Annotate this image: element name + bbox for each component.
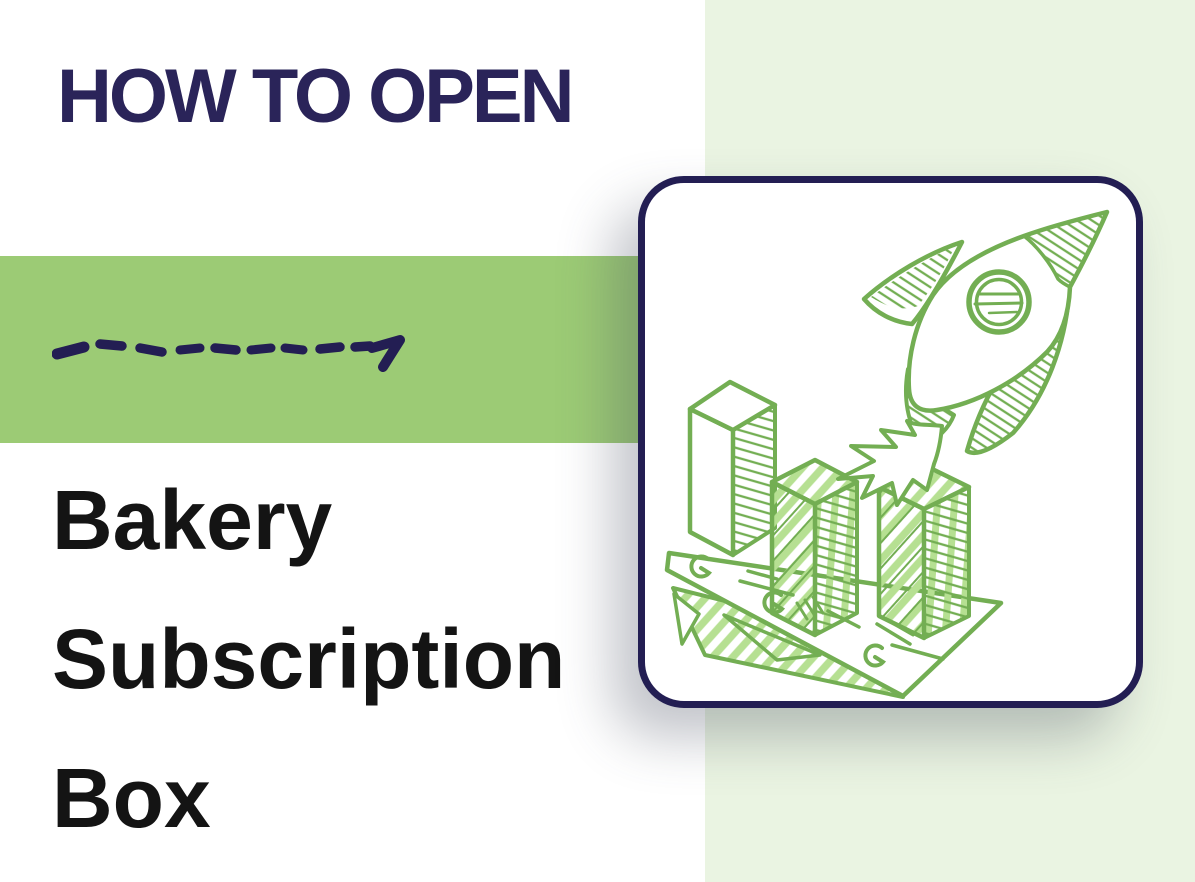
dashed-arrow-icon xyxy=(52,335,405,372)
illustration-card xyxy=(638,176,1143,708)
banknote-markings xyxy=(689,554,945,668)
rocket-doodle xyxy=(836,209,1110,507)
main-title-line-1: Bakery xyxy=(52,473,333,567)
main-title-line-3: Box xyxy=(52,751,211,845)
main-title-line-2: Subscription xyxy=(52,612,566,706)
rocket-growth-illustration xyxy=(664,209,1110,699)
page-title: HOW TO OPEN xyxy=(57,54,575,139)
main-title: Bakery Subscription Box xyxy=(52,451,565,868)
